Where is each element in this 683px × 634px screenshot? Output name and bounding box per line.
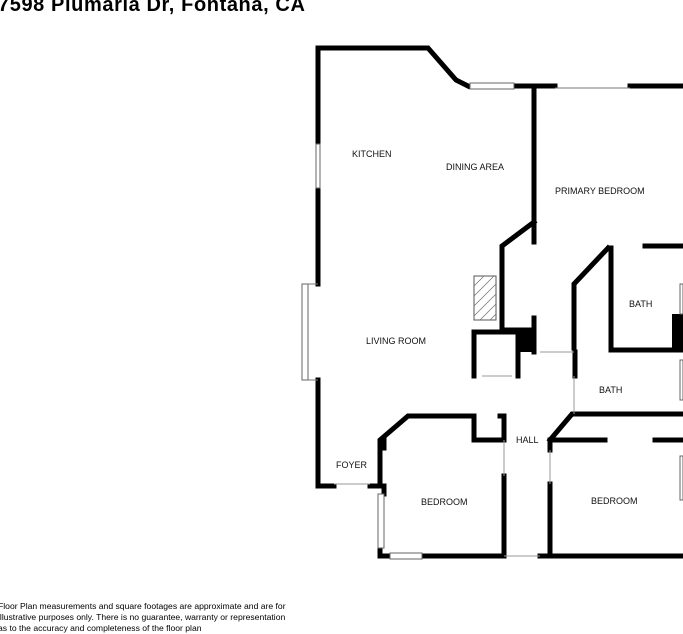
window-insets (308, 87, 630, 381)
room-label-bath: BATH (599, 385, 622, 395)
room-label-primary-bedroom: PRIMARY BEDROOM (555, 186, 645, 196)
room-label-bedroom-1: BEDROOM (421, 497, 468, 507)
room-label-living-room: LIVING ROOM (366, 336, 426, 346)
room-label-bedroom-2: BEDROOM (591, 496, 638, 506)
disclaimer: Floor Plan measurements and square foota… (0, 601, 338, 634)
disclaimer-line-3: as to the accuracy and completeness of t… (0, 623, 202, 633)
wall-blocks (516, 314, 683, 352)
room-label-foyer: FOYER (336, 460, 368, 470)
room-label-dining-area: DINING AREA (446, 162, 504, 172)
room-label-bath-primary: BATH (629, 299, 652, 309)
disclaimer-line-1: Floor Plan measurements and square foota… (0, 601, 286, 611)
page-title: 7598 Plumaria Dr, Fontana, CA (0, 0, 306, 16)
partitions (334, 351, 575, 557)
room-label-hall: HALL (516, 435, 539, 445)
disclaimer-line-2: illustrative purposes only. There is no … (0, 612, 286, 622)
windows (301, 82, 683, 560)
room-label-kitchen: KITCHEN (352, 149, 392, 159)
fireplace (473, 275, 497, 321)
